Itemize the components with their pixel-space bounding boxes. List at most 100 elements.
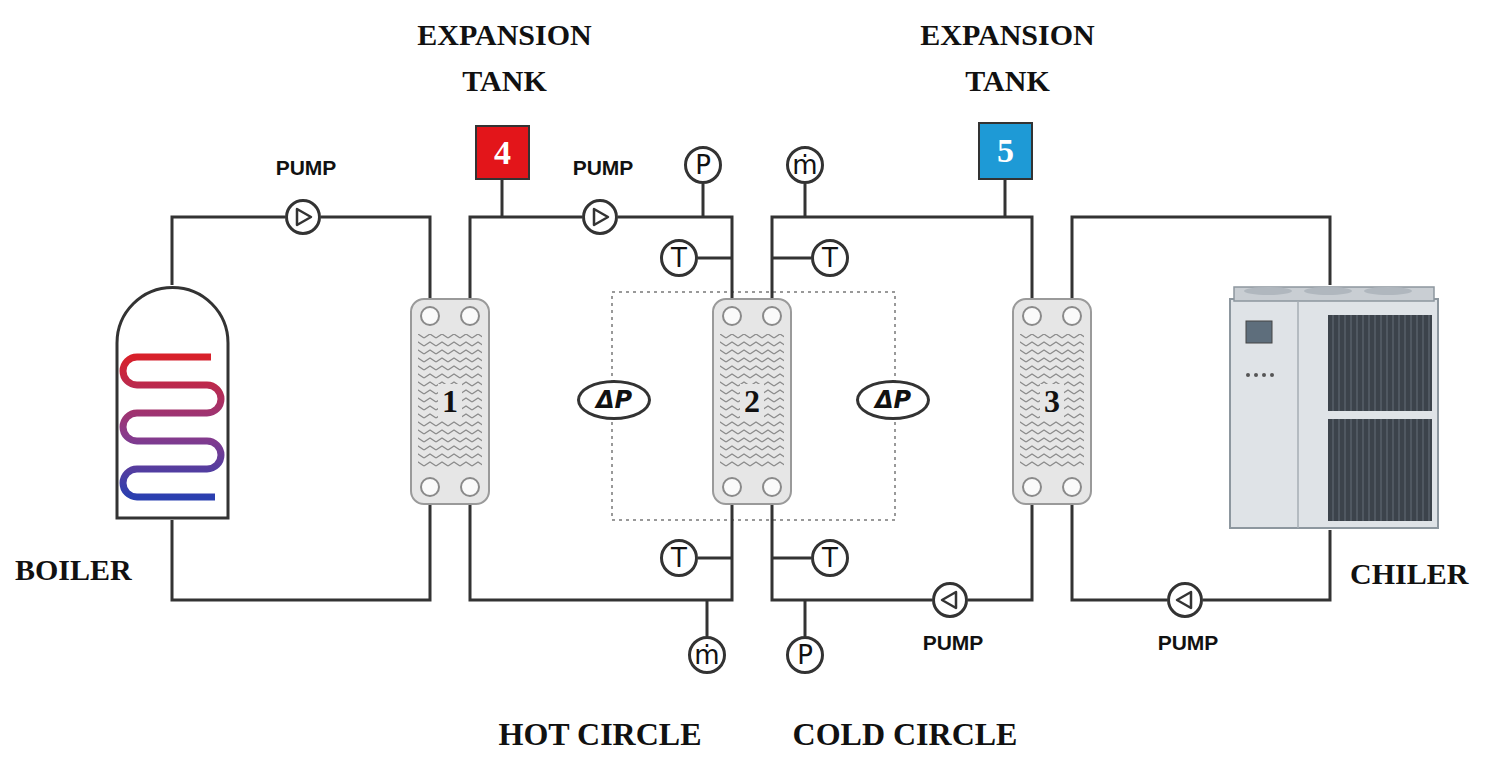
callout-number: 1 xyxy=(438,384,462,419)
pipe xyxy=(1072,217,1330,298)
pipe xyxy=(470,217,582,298)
temperature-sensor: T xyxy=(811,539,849,577)
pump-arrow xyxy=(594,209,608,225)
equipment-name: CHILER xyxy=(1350,557,1468,591)
pipe-line xyxy=(968,505,1032,600)
pump: PUMP xyxy=(1167,582,1203,618)
fan xyxy=(1304,287,1352,295)
pipe xyxy=(968,505,1032,600)
heating-coil xyxy=(123,357,221,497)
circuit-label: COLD CIRCLE xyxy=(793,716,1018,753)
flow-meter: ṁ xyxy=(786,146,824,184)
port xyxy=(1023,478,1041,496)
sensor-symbol: ΔP xyxy=(875,388,911,412)
equipment-name: BOILER xyxy=(15,553,132,587)
fan xyxy=(1244,287,1292,295)
button xyxy=(1270,373,1274,377)
control-volume xyxy=(612,292,895,520)
port xyxy=(1063,478,1081,496)
sensor-symbol: ṁ xyxy=(694,642,719,668)
condenser-grille xyxy=(1328,315,1432,411)
panel-seam xyxy=(1297,301,1299,528)
pressure-sensor: P xyxy=(684,146,722,184)
pipe-line xyxy=(618,217,732,298)
button xyxy=(1254,373,1258,377)
pipe xyxy=(321,217,430,298)
port xyxy=(1023,307,1041,325)
chiller-drawing xyxy=(1228,285,1440,530)
pressure-sensor: P xyxy=(786,636,824,674)
fan xyxy=(1364,287,1412,295)
sensor-stub xyxy=(706,600,709,636)
heat-exchanger: 1 xyxy=(410,298,490,505)
pump-symbol xyxy=(935,585,965,615)
sensor-symbol: ΔP xyxy=(596,388,632,412)
pump: PUMP xyxy=(932,582,968,618)
tank-label: EXPANSION TANK xyxy=(888,12,1128,104)
sensor-symbol: T xyxy=(671,245,687,271)
control-panel xyxy=(1246,321,1272,343)
chiller: CHILER xyxy=(1228,285,1440,530)
pump-label: PUMP xyxy=(1130,631,1246,655)
plate-pattern xyxy=(418,334,482,469)
sensor-symbol: T xyxy=(822,545,838,571)
expansion-tank: EXPANSION TANK4 xyxy=(475,125,530,180)
pressure-drop-gauge: ΔP xyxy=(856,380,930,420)
plate-pattern xyxy=(720,334,784,469)
pipe-line xyxy=(772,217,1032,298)
pump-arrow xyxy=(297,209,311,225)
pipe xyxy=(172,217,285,285)
boiler: BOILER xyxy=(115,285,230,520)
pipe-line xyxy=(172,217,285,285)
heat-exchanger: 2 xyxy=(712,298,792,505)
sensor-symbol: P xyxy=(695,152,711,178)
port xyxy=(421,307,439,325)
port xyxy=(763,307,781,325)
condenser-grille xyxy=(1328,419,1432,521)
sensor-stub xyxy=(804,184,807,217)
tank-label: EXPANSION TANK xyxy=(385,12,625,104)
pipe-line xyxy=(772,505,932,600)
pipe-line xyxy=(321,217,430,298)
callout-number: 3 xyxy=(1040,384,1064,419)
plate-pattern xyxy=(1020,334,1084,469)
sensor-stub xyxy=(702,184,705,217)
button xyxy=(1262,373,1266,377)
pump-arrow xyxy=(942,592,956,608)
button xyxy=(1246,373,1250,377)
sensor-symbol: T xyxy=(822,245,838,271)
port xyxy=(723,478,741,496)
port xyxy=(461,478,479,496)
callout-number: 2 xyxy=(740,384,764,419)
pump-symbol xyxy=(1170,585,1200,615)
pressure-drop-gauge: ΔP xyxy=(577,380,651,420)
pump-label: PUMP xyxy=(895,631,1011,655)
port xyxy=(461,307,479,325)
callout-number: 4 xyxy=(494,136,511,170)
pipe xyxy=(618,217,732,298)
pipe xyxy=(470,505,732,600)
pipe xyxy=(772,217,1032,298)
pipe-line xyxy=(470,217,582,298)
sensor-stub xyxy=(804,600,807,636)
pipe-line xyxy=(1203,530,1330,600)
pipe-line xyxy=(470,505,732,600)
port xyxy=(1063,307,1081,325)
sensor-symbol: P xyxy=(797,642,813,668)
port xyxy=(763,478,781,496)
chiller-lid xyxy=(1234,287,1434,301)
tank-stub xyxy=(1004,180,1007,217)
pump-label: PUMP xyxy=(248,156,364,180)
boiler-drawing xyxy=(115,285,230,520)
pipe xyxy=(1203,530,1330,600)
pump: PUMP xyxy=(582,199,618,235)
pipe xyxy=(772,505,932,600)
sensor-stub xyxy=(698,257,732,260)
pump-symbol xyxy=(288,202,318,232)
pump-symbol xyxy=(585,202,615,232)
pipe-line xyxy=(1072,505,1167,600)
sensor-symbol: T xyxy=(671,545,687,571)
sensor-stub xyxy=(698,557,732,560)
pipe-line xyxy=(1072,217,1330,298)
